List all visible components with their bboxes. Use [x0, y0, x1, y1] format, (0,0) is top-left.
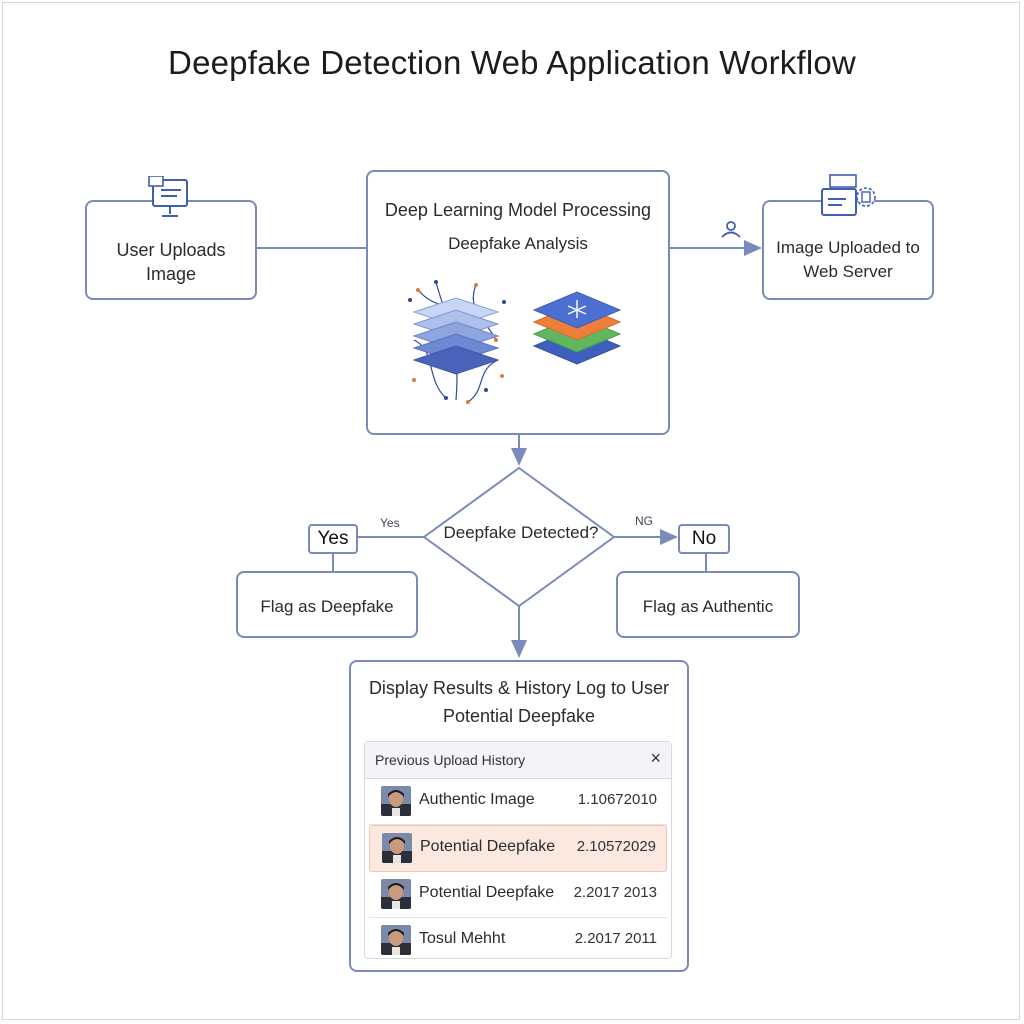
web-server-label-line2: Web Server: [803, 262, 893, 281]
web-server-label-line1: Image Uploaded to: [776, 238, 920, 257]
person-photo-icon: [382, 833, 412, 863]
history-row-value: 2.2017 2011: [574, 930, 657, 947]
history-row-name: Potential Deepfake: [419, 884, 555, 901]
history-row-value: 2.2017 2013: [573, 884, 657, 901]
no-tag: No: [678, 524, 730, 554]
upload-history-panel: Previous Upload History × Authentic Imag…: [364, 741, 672, 959]
history-row-value: 2.10572029: [576, 838, 656, 855]
user-uploads-label-line1: User Uploads: [116, 240, 226, 260]
upload-history-title: Previous Upload History: [375, 752, 526, 768]
history-row[interactable]: Authentic Image 1.10672010: [369, 779, 667, 825]
flag-authentic-node: Flag as Authentic: [616, 571, 800, 638]
results-subtitle: Potential Deepfake: [442, 706, 596, 726]
history-row-name: Authentic Image: [419, 791, 535, 808]
user-uploads-node: User Uploads Image: [85, 200, 257, 300]
decision-label: Deepfake Detected?: [443, 523, 599, 542]
diagram-title: Deepfake Detection Web Application Workf…: [168, 44, 856, 81]
web-server-node: Image Uploaded to Web Server: [762, 200, 934, 300]
monitor-upload-icon: [148, 176, 188, 217]
flag-deepfake-node: Flag as Deepfake: [236, 571, 418, 638]
flag-deepfake-label: Flag as Deepfake: [260, 597, 394, 616]
history-row-name: Potential Deepfake: [420, 838, 556, 855]
no-branch-label: NG: [635, 514, 653, 528]
model-layers-icon: [532, 291, 622, 365]
person-photo-icon: [381, 786, 411, 816]
model-processing-node: Deep Learning Model Processing Deepfake …: [366, 170, 670, 435]
history-row[interactable]: Potential Deepfake 2.2017 2013: [369, 872, 667, 918]
upload-history-header: Previous Upload History ×: [365, 742, 671, 779]
results-title: Display Results & History Log to User: [368, 678, 670, 698]
history-row[interactable]: Tosul Mehht 2.2017 2011: [369, 918, 667, 963]
server-upload-icon: [821, 174, 876, 216]
history-row-name: Tosul Mehht: [419, 930, 506, 947]
person-photo-icon: [381, 879, 411, 909]
history-row-value: 1.10672010: [577, 791, 657, 808]
neural-network-icon: [408, 280, 506, 404]
user-uploads-label-line2: Image: [145, 264, 197, 284]
processing-title: Deep Learning Model Processing: [384, 200, 652, 220]
yes-branch-label: Yes: [380, 516, 400, 530]
person-photo-icon: [381, 925, 411, 955]
close-icon[interactable]: ×: [650, 748, 661, 768]
user-icon: [721, 221, 741, 238]
yes-tag: Yes: [308, 524, 358, 554]
flag-authentic-label: Flag as Authentic: [642, 597, 774, 616]
history-row[interactable]: Potential Deepfake 2.10572029: [369, 825, 667, 872]
processing-subtitle: Deepfake Analysis: [448, 234, 588, 253]
